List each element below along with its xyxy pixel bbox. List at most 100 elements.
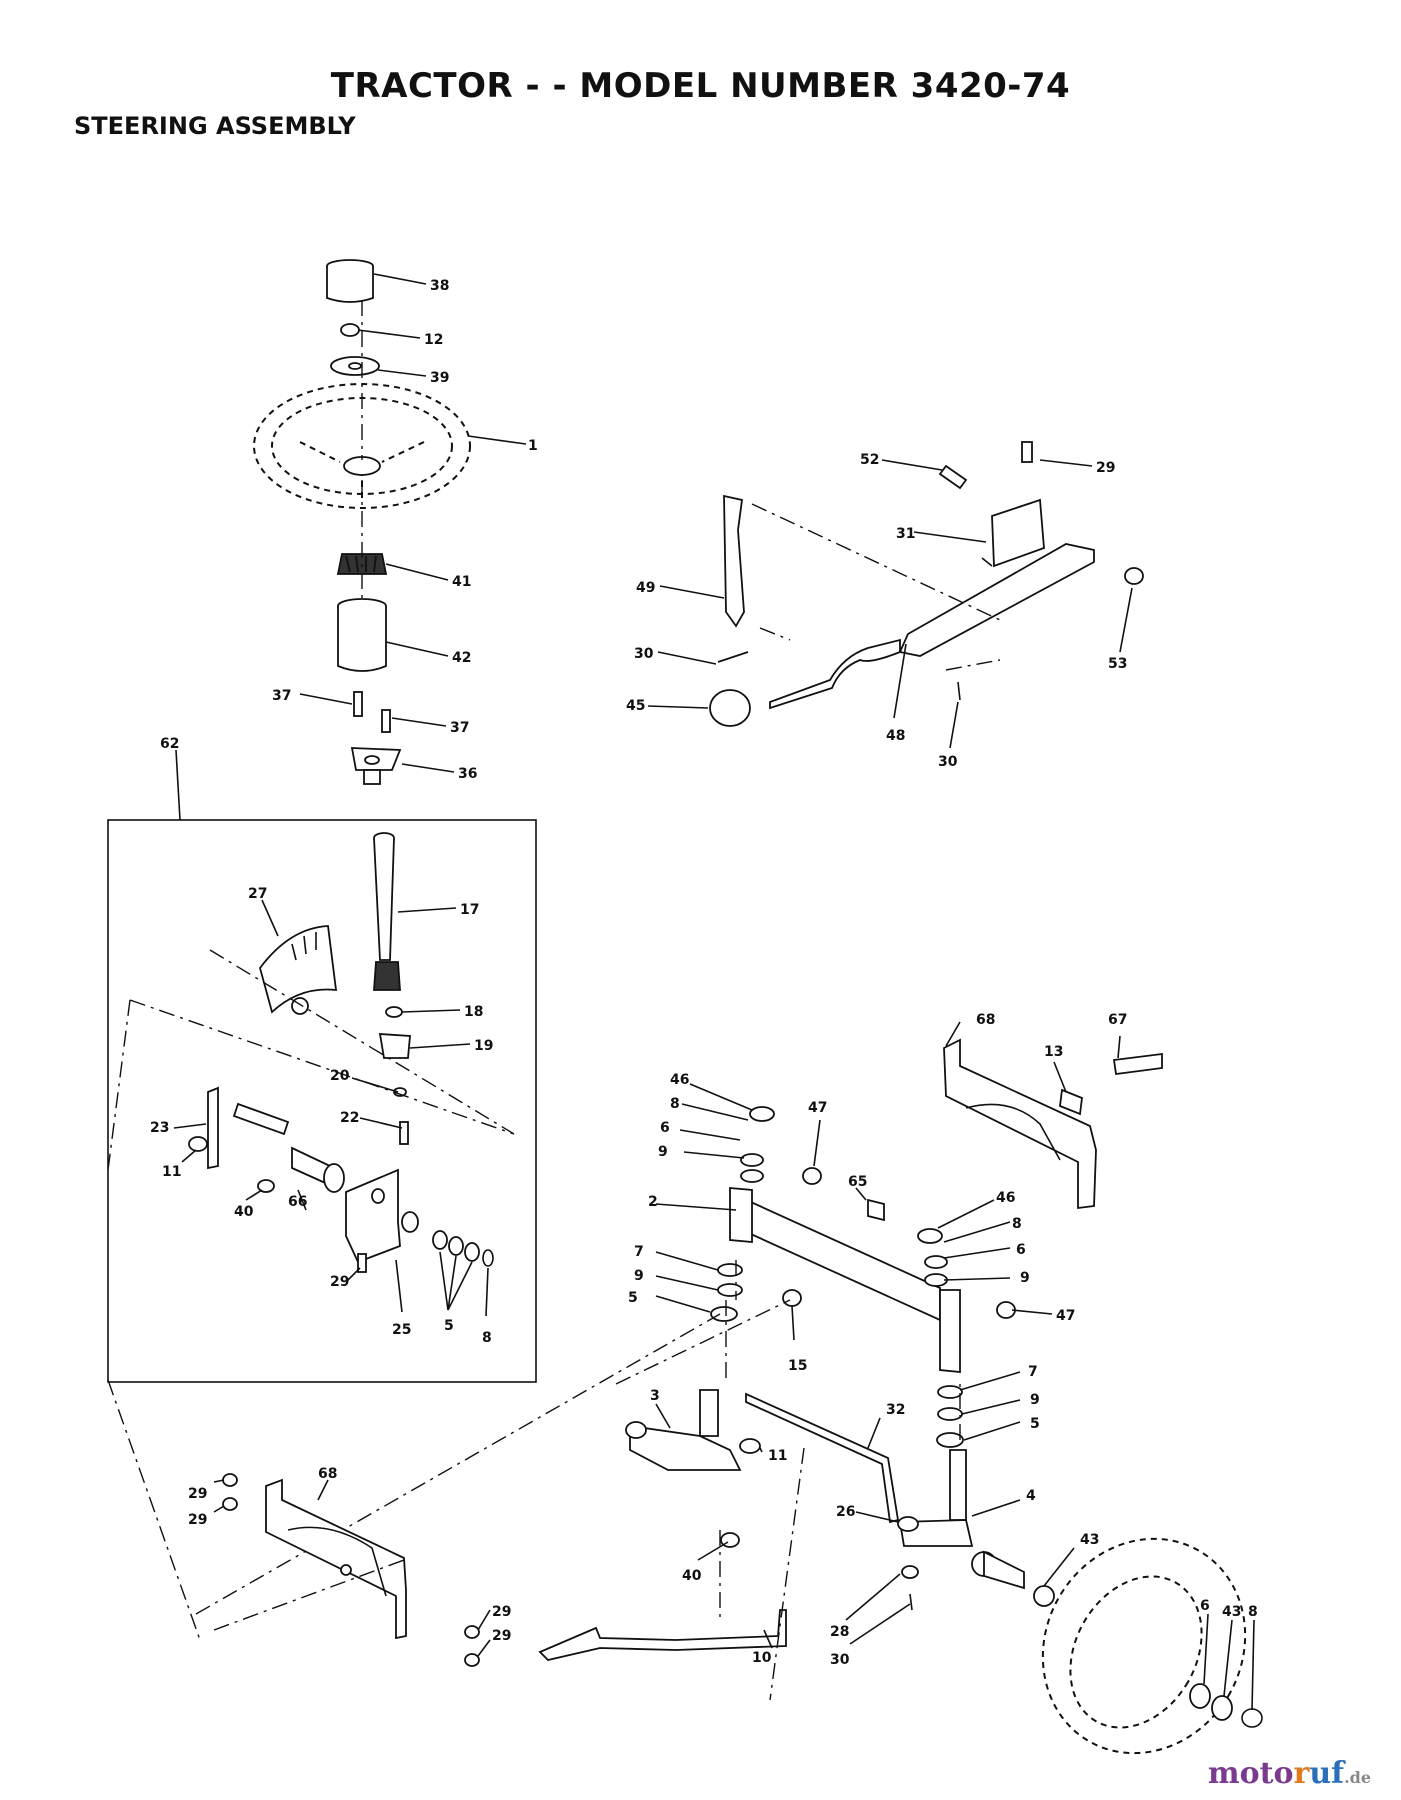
label-47-right: 47 xyxy=(1056,1308,1075,1324)
washer-28 xyxy=(901,1565,919,1579)
sector-gear-27 xyxy=(259,925,338,1015)
steering-cap-38 xyxy=(326,259,374,303)
spindle-3 xyxy=(625,1389,742,1471)
label-32: 32 xyxy=(886,1402,905,1418)
label-8-right: 8 xyxy=(1012,1216,1022,1232)
washer-18 xyxy=(385,1006,403,1018)
bolt-52 xyxy=(938,464,968,490)
label-4: 4 xyxy=(1026,1488,1036,1504)
label-36: 36 xyxy=(458,766,477,782)
spacer-13 xyxy=(1059,1088,1083,1116)
screw-37-right xyxy=(381,709,391,733)
bearing-19 xyxy=(378,1033,411,1059)
washer-26 xyxy=(897,1516,919,1532)
label-39: 39 xyxy=(430,370,449,386)
shaft-17 xyxy=(373,832,401,991)
watermark-part-b: r xyxy=(1293,1756,1310,1791)
label-29: 29 xyxy=(330,1274,349,1290)
label-29-lr-b: 29 xyxy=(492,1628,511,1644)
screw-29-kit xyxy=(357,1253,367,1273)
label-30-handle: 30 xyxy=(634,646,654,662)
label-31: 31 xyxy=(896,526,915,542)
lever-48 xyxy=(769,543,1095,710)
nut-40 xyxy=(257,1179,275,1193)
label-40-axle: 40 xyxy=(682,1568,702,1584)
label-12: 12 xyxy=(424,332,443,348)
drag-link-10 xyxy=(538,1609,787,1661)
tie-rod-32 xyxy=(745,1392,900,1524)
label-7-left: 7 xyxy=(634,1244,644,1260)
watermark-part-d: .de xyxy=(1344,1768,1371,1787)
bushing-42 xyxy=(337,598,387,672)
label-6-wheel: 6 xyxy=(1200,1598,1210,1614)
cap-46-left xyxy=(749,1106,775,1122)
label-52: 52 xyxy=(860,452,879,468)
watermark-part-c: uf xyxy=(1309,1756,1345,1791)
label-43-hub: 43 xyxy=(1080,1532,1099,1548)
label-19: 19 xyxy=(474,1038,493,1054)
screws-29-lower-right xyxy=(464,1625,480,1667)
label-17: 17 xyxy=(460,902,479,918)
label-46-right: 46 xyxy=(996,1190,1015,1206)
label-68-left: 68 xyxy=(318,1466,337,1482)
label-42: 42 xyxy=(452,650,471,666)
label-3: 3 xyxy=(650,1388,660,1404)
nut-12 xyxy=(340,323,360,337)
label-15: 15 xyxy=(788,1358,807,1374)
bolt-15 xyxy=(782,1289,802,1307)
axle-2 xyxy=(729,1187,961,1373)
label-8: 8 xyxy=(482,1330,492,1346)
label-8-left: 8 xyxy=(670,1096,680,1112)
label-49: 49 xyxy=(636,580,655,596)
screw-37-left xyxy=(353,691,363,717)
label-66: 66 xyxy=(288,1194,307,1210)
pin-30-link xyxy=(909,1593,913,1611)
bracket-68-right xyxy=(943,1038,1097,1210)
shaft-pin xyxy=(232,1102,290,1136)
bracket-68-left xyxy=(265,1478,407,1640)
label-20: 20 xyxy=(330,1068,350,1084)
label-47-left: 47 xyxy=(808,1100,827,1116)
label-62: 62 xyxy=(160,736,179,752)
screw-29-top xyxy=(1021,441,1033,463)
label-28: 28 xyxy=(830,1624,849,1640)
label-5: 5 xyxy=(444,1318,454,1334)
label-37-right: 37 xyxy=(450,720,469,736)
label-30-link: 30 xyxy=(830,1652,850,1668)
label-22: 22 xyxy=(340,1110,359,1126)
label-7-right: 7 xyxy=(1028,1364,1038,1380)
label-9-mid: 9 xyxy=(634,1268,644,1284)
leader-lines xyxy=(173,273,1255,1711)
label-53: 53 xyxy=(1108,656,1127,672)
label-68-right: 68 xyxy=(976,1012,995,1028)
bracket-36 xyxy=(350,747,402,785)
section-title: STEERING ASSEMBLY xyxy=(74,112,356,140)
clip-8-wheel xyxy=(1241,1708,1263,1728)
bracket-25 xyxy=(345,1168,419,1264)
label-29-ll-b: 29 xyxy=(188,1512,207,1528)
label-46-left: 46 xyxy=(670,1072,689,1088)
label-23: 23 xyxy=(150,1120,169,1136)
label-9-left: 9 xyxy=(658,1144,668,1160)
plate-23 xyxy=(207,1086,219,1170)
spacer-65 xyxy=(867,1198,885,1222)
watermark-part-a: moto xyxy=(1207,1756,1294,1791)
page-title: TRACTOR - - MODEL NUMBER 3420-74 xyxy=(330,66,1071,106)
label-2: 2 xyxy=(648,1194,658,1210)
label-29-top: 29 xyxy=(1096,460,1115,476)
bushing-66 xyxy=(291,1146,345,1193)
label-13: 13 xyxy=(1044,1044,1063,1060)
washers-6-43 xyxy=(1189,1683,1233,1721)
site-watermark: motoruf.de xyxy=(1208,1756,1371,1791)
label-37-left: 37 xyxy=(272,688,291,704)
cap-46-right xyxy=(917,1228,943,1244)
washers-5 xyxy=(432,1230,480,1262)
label-30-lever: 30 xyxy=(938,754,958,770)
screw-22 xyxy=(399,1121,409,1145)
label-8-wheel: 8 xyxy=(1248,1604,1258,1620)
label-11: 11 xyxy=(162,1164,181,1180)
part-labels: 38 12 39 1 41 42 37 37 36 62 17 27 18 19… xyxy=(150,278,1258,1668)
label-5-left: 5 xyxy=(628,1290,638,1306)
hub-43 xyxy=(971,1550,1055,1607)
